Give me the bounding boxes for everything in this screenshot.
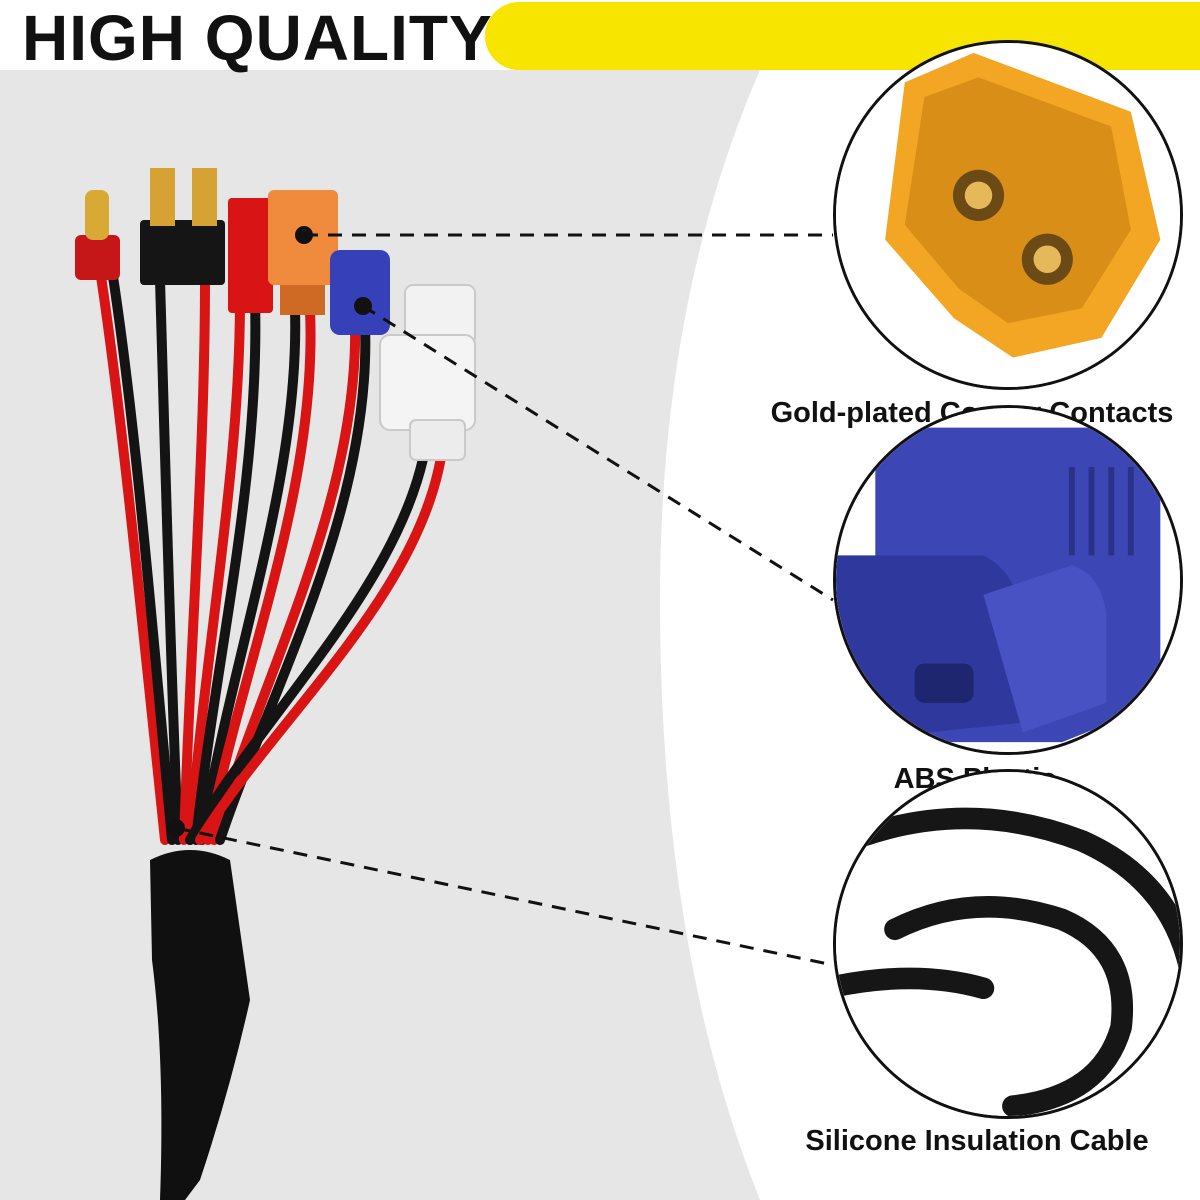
coiled-cable-closeup-icon — [833, 769, 1183, 1119]
page-title: HIGH QUALITY — [22, 2, 493, 74]
xt90-connector-closeup-icon — [833, 40, 1183, 390]
feature-caption-cable: Silicone Insulation Cable — [805, 1125, 1149, 1157]
ec3-connector-closeup-icon — [833, 405, 1183, 755]
